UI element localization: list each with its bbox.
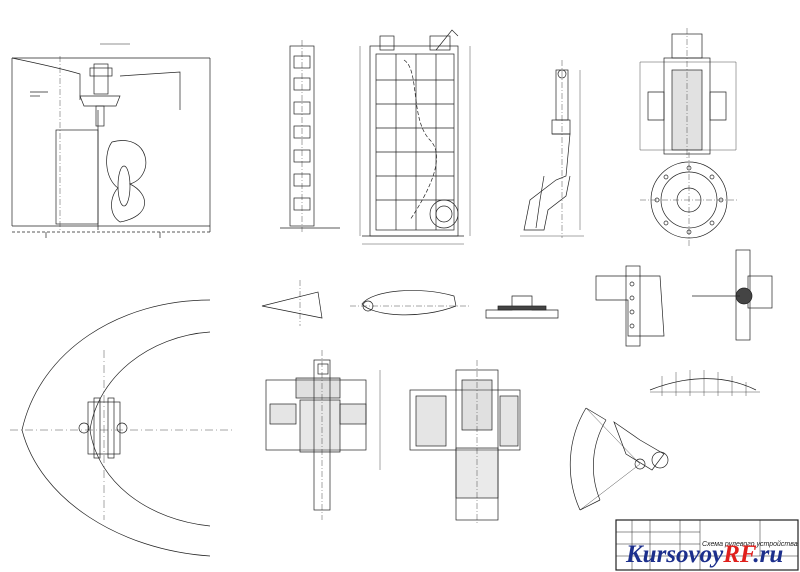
rudder-frame-view <box>280 29 471 245</box>
watermark-main-text: Kursovoy <box>625 541 724 568</box>
hull-plan-view <box>10 299 235 557</box>
mounting-detail <box>595 249 773 347</box>
title-block-text: Схема рулевого устройства <box>702 540 798 548</box>
watermark: KursovoyRF.ru <box>625 541 783 568</box>
curve-view <box>649 370 760 396</box>
pintle-details <box>265 350 521 525</box>
watermark-accent-text: RF <box>722 541 757 568</box>
title-block: Схема рулевого устройства <box>615 519 799 571</box>
svg-text:KursovoyRF.ru: KursovoyRF.ru <box>625 541 783 568</box>
rudder-stock-view <box>520 60 584 238</box>
sector-view <box>569 407 669 511</box>
rudder-bearing-view <box>639 28 737 160</box>
flange-plan-view <box>640 152 738 248</box>
watermark-suffix-text: .ru <box>753 541 783 568</box>
rudder-side-view <box>11 43 211 238</box>
section-profiles <box>261 280 559 326</box>
